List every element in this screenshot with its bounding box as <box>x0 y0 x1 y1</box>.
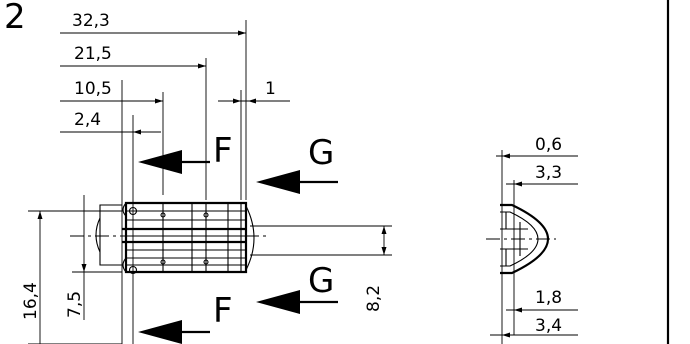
svg-text:32,3: 32,3 <box>72 11 110 31</box>
section-letter-f-top: F <box>213 131 233 171</box>
dimension-1-8: 1,8 <box>506 288 578 313</box>
svg-text:2,4: 2,4 <box>74 110 101 130</box>
dimension-16-4: 16,4 <box>21 210 122 344</box>
svg-text:1,8: 1,8 <box>535 288 562 308</box>
dimension-7-5: 7,5 <box>65 195 122 320</box>
dimension-32-3: 32,3 <box>60 11 246 36</box>
dimension-1: 1 <box>218 79 290 104</box>
dimension-21-5: 21,5 <box>60 44 206 69</box>
svg-text:21,5: 21,5 <box>74 44 112 64</box>
section-arrow-f-bottom <box>138 320 210 344</box>
dimension-3-3: 3,3 <box>506 163 578 187</box>
svg-text:10,5: 10,5 <box>74 79 112 99</box>
part-outline <box>70 201 270 275</box>
svg-text:0,6: 0,6 <box>535 135 562 155</box>
dimension-10-5: 10,5 <box>60 79 163 104</box>
svg-text:1: 1 <box>265 79 276 99</box>
svg-text:3,3: 3,3 <box>535 163 562 183</box>
section-letter-f-bottom: F <box>213 291 233 331</box>
section-letter-g-top: G <box>308 133 334 173</box>
extension-lines <box>121 20 247 344</box>
svg-text:3,4: 3,4 <box>535 316 562 336</box>
dimension-3-4: 3,4 <box>490 316 578 338</box>
dimension-0-6: 0,6 <box>496 135 578 159</box>
dimension-8-2: 8,2 <box>250 225 392 312</box>
section-letter-g-bottom: G <box>308 261 334 301</box>
section-arrow-f-top <box>138 150 210 174</box>
svg-text:8,2: 8,2 <box>364 285 384 312</box>
svg-text:7,5: 7,5 <box>65 291 85 318</box>
dimension-2-4: 2,4 <box>60 110 161 135</box>
svg-text:16,4: 16,4 <box>21 282 41 320</box>
sheet-index: 2 <box>4 0 26 37</box>
section-arrow-g-top <box>256 170 338 194</box>
section-arrow-g-bottom <box>256 290 338 314</box>
end-view-outline <box>486 150 556 344</box>
